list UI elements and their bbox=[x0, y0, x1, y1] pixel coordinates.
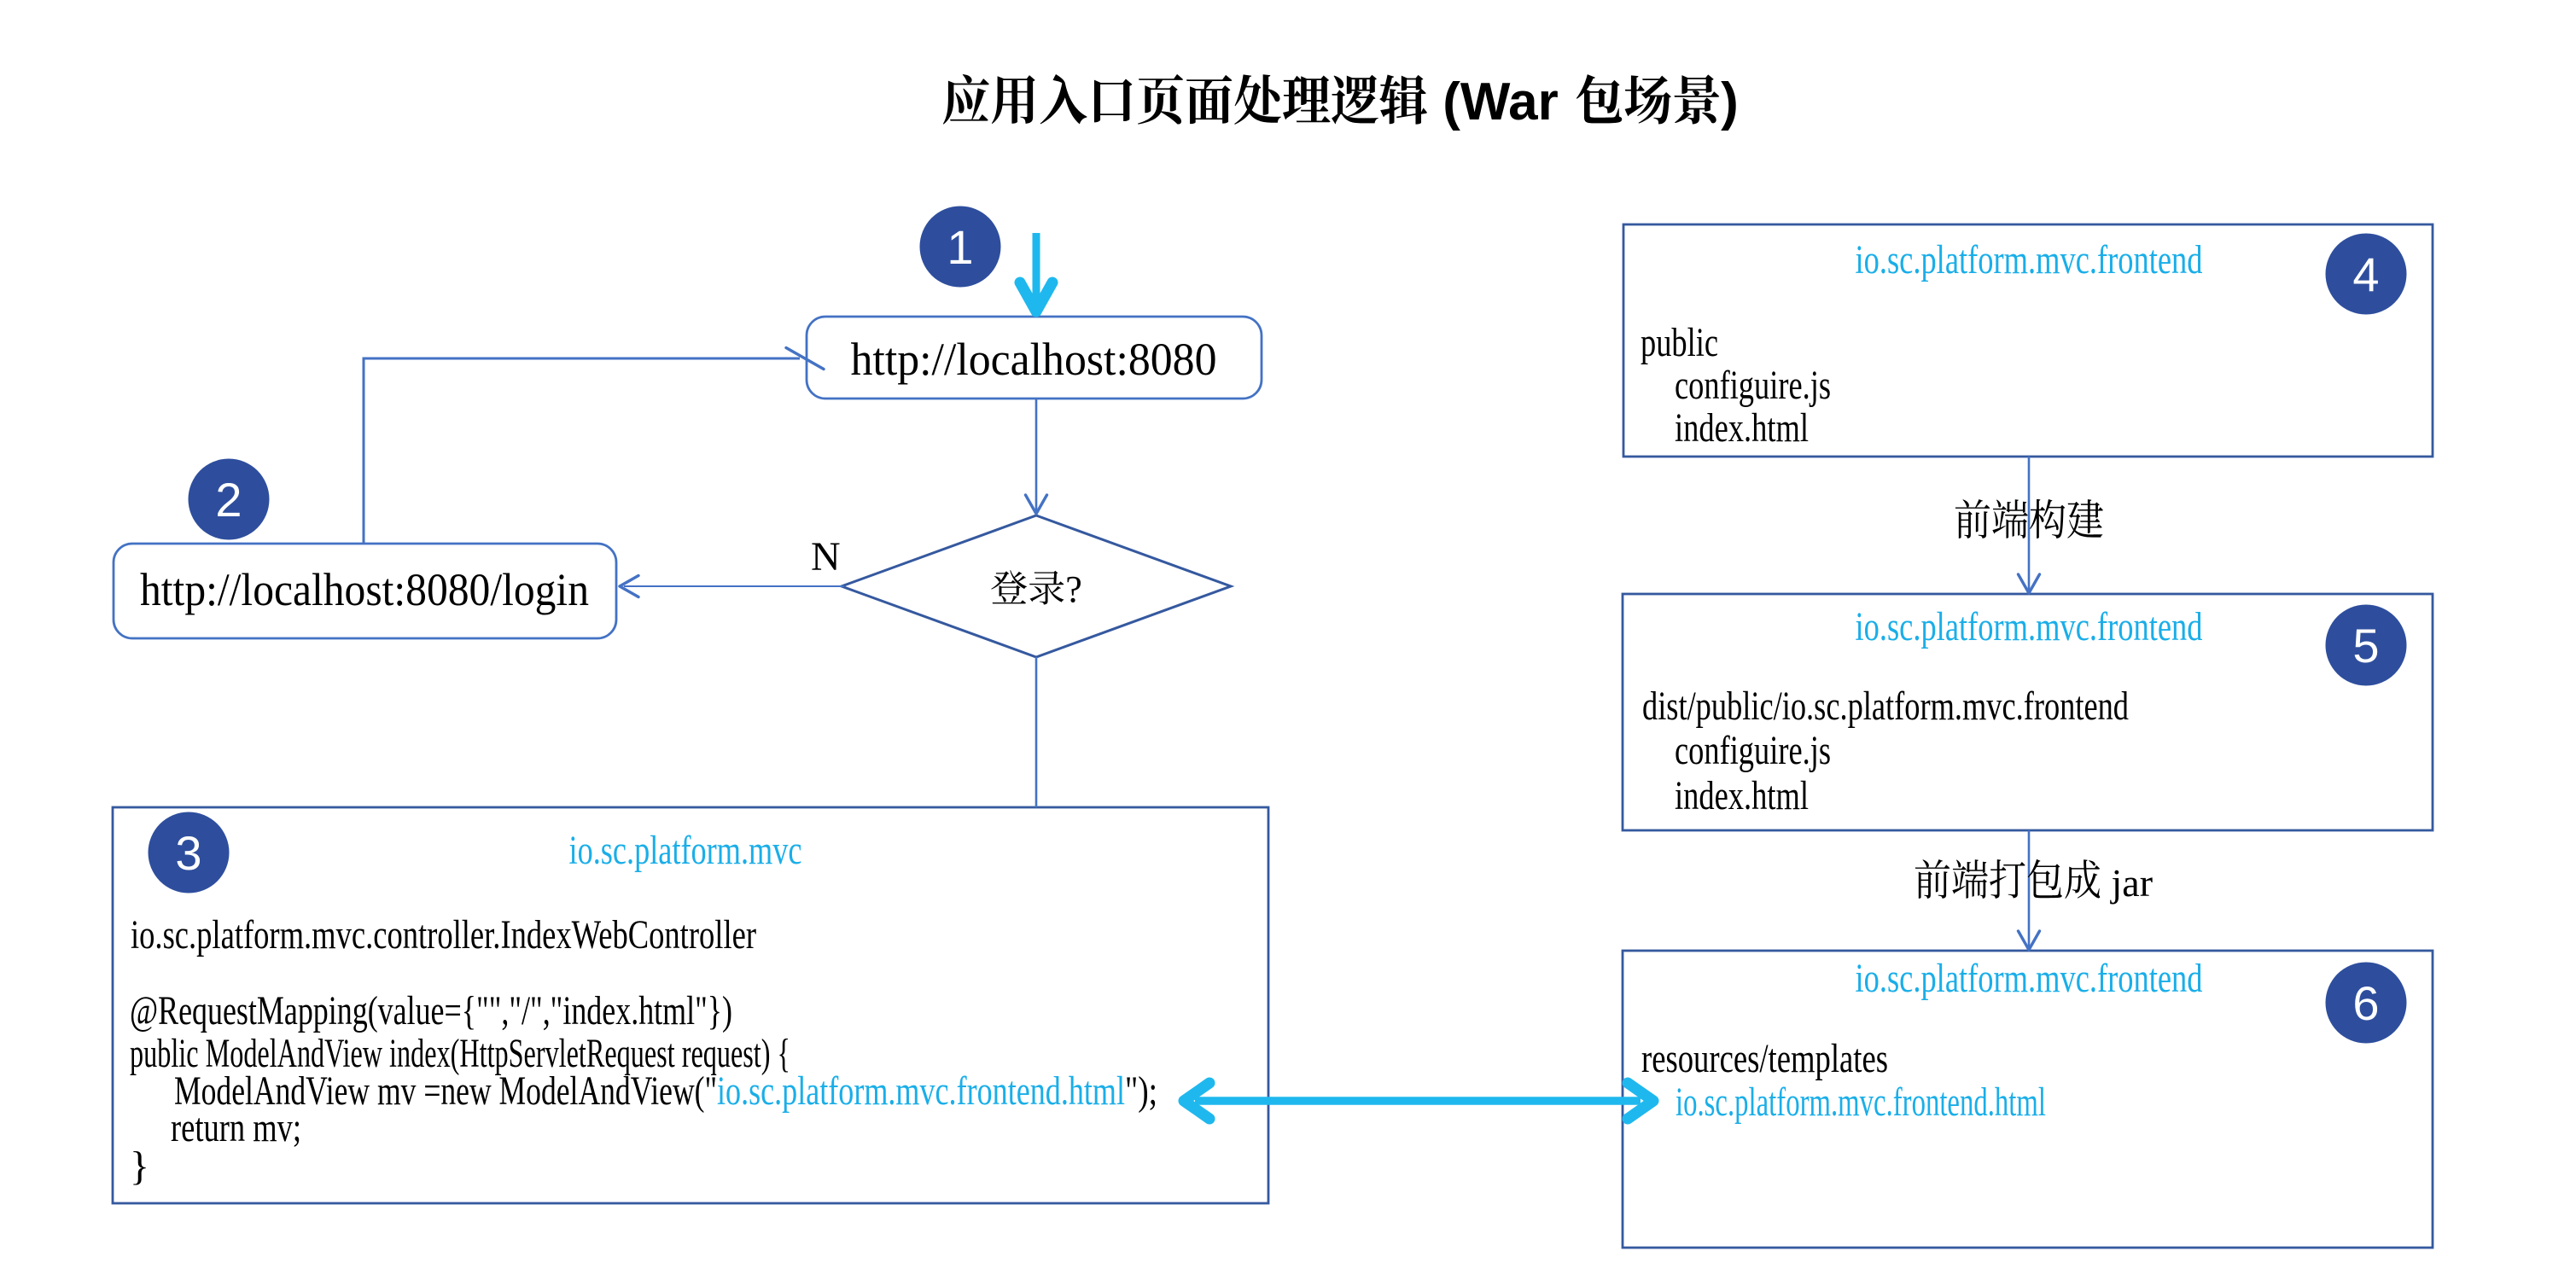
svg-text:(War: (War bbox=[1428, 73, 1573, 131]
svg-text:io.sc.platform.mvc: io.sc.platform.mvc bbox=[569, 828, 802, 873]
svg-text:6: 6 bbox=[2352, 976, 2379, 1030]
svg-text:@RequestMapping(value={"","/",: @RequestMapping(value={"","/","index.htm… bbox=[130, 988, 732, 1033]
svg-text:");: "); bbox=[1125, 1068, 1157, 1114]
svg-text:io.sc.platform.mvc.frontend: io.sc.platform.mvc.frontend bbox=[1856, 237, 2203, 282]
svg-text:dist/public/io.sc.platform.mvc: dist/public/io.sc.platform.mvc.frontend bbox=[1642, 684, 2129, 729]
svg-text:io.sc.platform.mvc.frontend: io.sc.platform.mvc.frontend bbox=[1856, 956, 2203, 1001]
svg-text:io.sc.platform.mvc.frontend.ht: io.sc.platform.mvc.frontend.html bbox=[1676, 1080, 2046, 1125]
svg-text:): ) bbox=[1721, 73, 1739, 131]
svg-text:?: ? bbox=[1065, 568, 1082, 610]
svg-text:N: N bbox=[811, 534, 841, 579]
svg-text:configuire.js: configuire.js bbox=[1675, 728, 1831, 773]
svg-text:public: public bbox=[1641, 320, 1718, 365]
svg-text:http://localhost:8080/login: http://localhost:8080/login bbox=[140, 564, 589, 615]
svg-text:4: 4 bbox=[2352, 247, 2379, 301]
svg-text:2: 2 bbox=[215, 473, 242, 527]
svg-text:io.sc.platform.mvc.frontend: io.sc.platform.mvc.frontend bbox=[1856, 604, 2203, 649]
svg-text:index.html: index.html bbox=[1675, 405, 1809, 451]
svg-text:io.sc.platform.mvc.controller.: io.sc.platform.mvc.controller.IndexWebCo… bbox=[131, 912, 756, 957]
svg-text:ModelAndView mv =new ModelAndV: ModelAndView mv =new ModelAndView(" bbox=[174, 1068, 717, 1114]
svg-text:return mv;: return mv; bbox=[171, 1105, 301, 1150]
svg-text:index.html: index.html bbox=[1675, 773, 1809, 818]
svg-text:1: 1 bbox=[947, 220, 973, 274]
svg-text:}: } bbox=[130, 1144, 149, 1189]
svg-text:configuire.js: configuire.js bbox=[1675, 363, 1831, 408]
svg-text:3: 3 bbox=[175, 826, 201, 880]
svg-text:5: 5 bbox=[2352, 619, 2379, 672]
svg-text:public ModelAndView index(Http: public ModelAndView index(HttpServletReq… bbox=[130, 1031, 790, 1076]
svg-text:jar: jar bbox=[2101, 861, 2153, 905]
svg-text:http://localhost:8080: http://localhost:8080 bbox=[851, 334, 1217, 385]
svg-text:io.sc.platform.mvc.frontend.ht: io.sc.platform.mvc.frontend.html bbox=[717, 1068, 1125, 1114]
svg-text:resources/templates: resources/templates bbox=[1641, 1036, 1888, 1081]
